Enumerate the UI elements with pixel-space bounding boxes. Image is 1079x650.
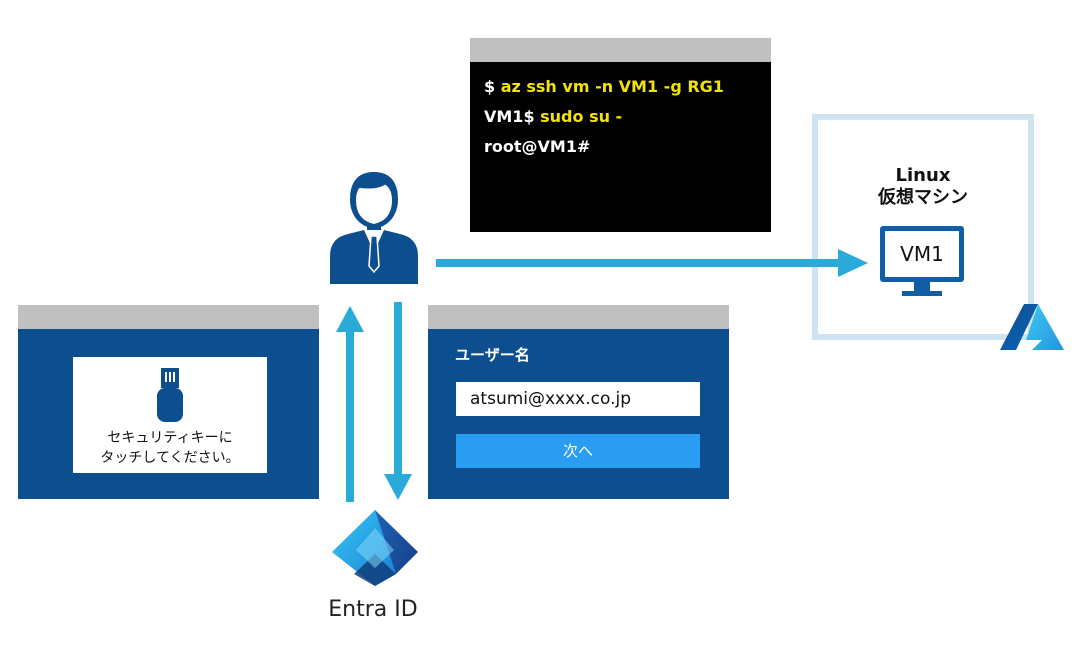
security-key-icon bbox=[157, 368, 183, 422]
terminal-window: $ az ssh vm -n VM1 -g RG1 VM1$ sudo su -… bbox=[470, 62, 771, 232]
vm-label: VM1 bbox=[900, 242, 944, 266]
vm-monitor-icon: VM1 bbox=[880, 226, 964, 282]
monitor-stand bbox=[914, 282, 930, 291]
security-key-message: セキュリティキーに タッチしてください。 bbox=[100, 430, 240, 466]
login-titlebar bbox=[428, 305, 729, 329]
arrow-right-icon bbox=[436, 249, 868, 277]
terminal-line-2: VM1$ sudo su - bbox=[484, 107, 623, 126]
terminal-line-1: $ az ssh vm -n VM1 -g RG1 bbox=[484, 77, 724, 96]
user-icon bbox=[330, 172, 418, 284]
terminal-titlebar bbox=[470, 38, 771, 62]
terminal-command-2: sudo su - bbox=[540, 107, 623, 126]
username-label: ユーザー名 bbox=[455, 346, 530, 364]
entra-id-logo-icon bbox=[332, 510, 418, 586]
linux-vm-title: Linux 仮想マシン bbox=[878, 165, 968, 208]
entra-id-label: Entra ID bbox=[328, 597, 418, 622]
arrow-down-icon bbox=[384, 302, 412, 500]
security-key-titlebar bbox=[18, 305, 319, 329]
terminal-command-1: az ssh vm -n VM1 -g RG1 bbox=[500, 77, 724, 96]
azure-logo-icon bbox=[1000, 304, 1064, 350]
linux-vm-frame bbox=[812, 114, 1034, 340]
next-button[interactable]: 次へ bbox=[456, 434, 700, 468]
terminal-line-3: root@VM1# bbox=[484, 137, 591, 156]
arrow-up-icon bbox=[336, 306, 364, 502]
monitor-base bbox=[902, 291, 942, 296]
username-field[interactable]: atsumi@xxxx.co.jp bbox=[456, 382, 700, 416]
